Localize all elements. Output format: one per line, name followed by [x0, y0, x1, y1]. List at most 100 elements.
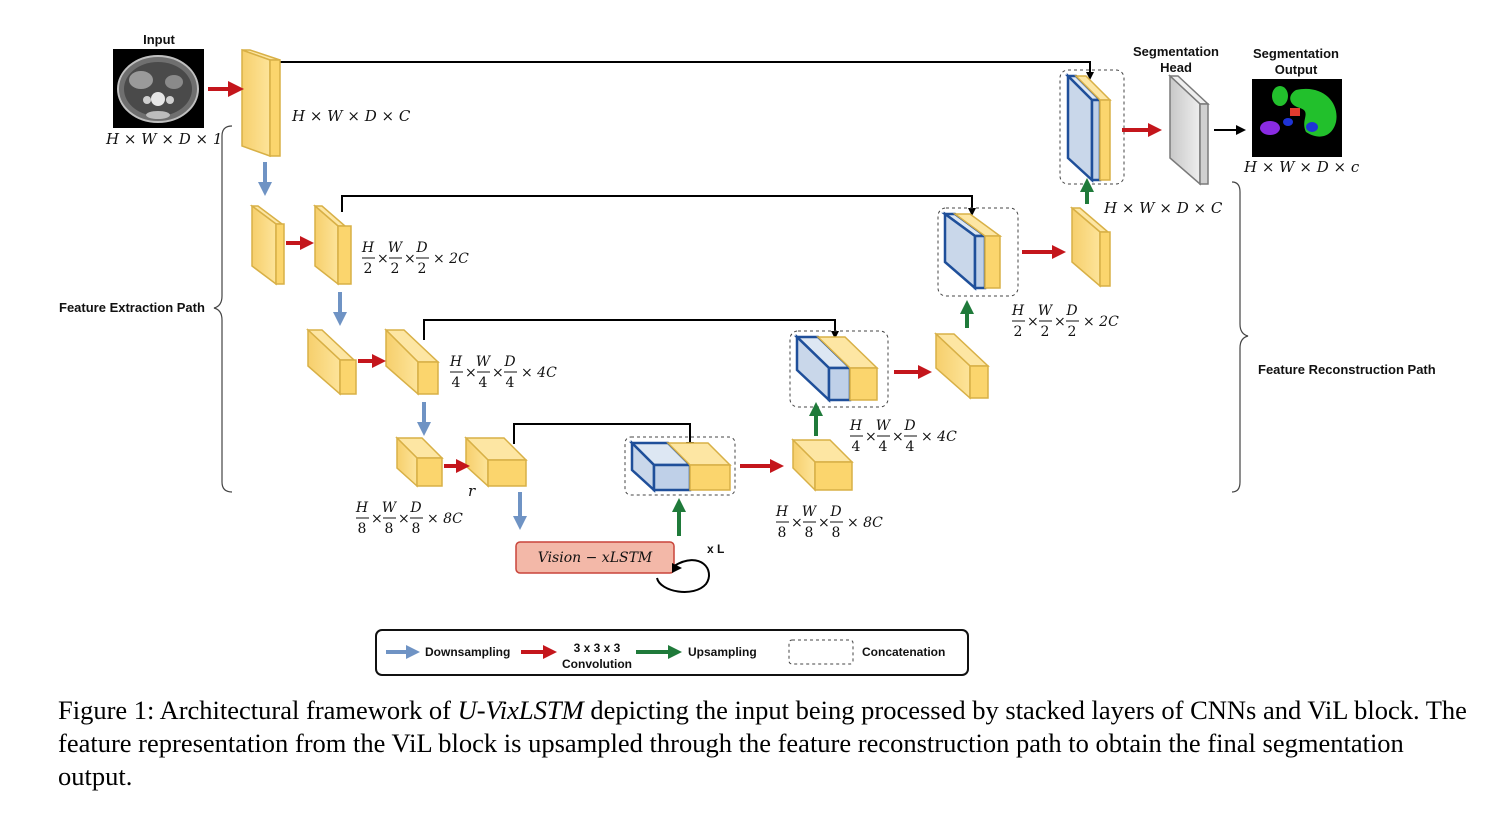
legend-concat-label: Concatenation: [862, 645, 945, 659]
fraction-times: ×: [465, 365, 477, 381]
skip-connection-level1: [263, 61, 1094, 80]
concat-box-level2: [937, 207, 1019, 297]
decoder-block-2-yellow: [952, 213, 1003, 289]
skip-connection-level4: [513, 423, 694, 450]
concat-box-bottleneck: [624, 436, 736, 496]
down-arrow: [513, 492, 527, 530]
seg-out-label-2: Output: [1275, 62, 1318, 77]
seg-out-label-1: Segmentation: [1253, 46, 1339, 61]
encoder-block-3a: [306, 328, 357, 396]
fraction-numerator: W: [388, 240, 404, 256]
encoder-block-3b: [384, 328, 440, 396]
fraction-denominator: 2: [418, 261, 427, 277]
fraction-denominator: 2: [1041, 324, 1050, 340]
decoder-block-4-blue: [628, 439, 694, 493]
fraction-times: ×: [398, 511, 410, 527]
seg-head-label-1: Segmentation: [1133, 44, 1219, 59]
feature-extraction-label: Feature Extraction Path: [59, 300, 205, 315]
legend-conv-label-1: 3 x 3 x 3: [574, 641, 621, 655]
fraction-numerator: D: [829, 504, 841, 520]
decoder-block-3-yellow: [816, 336, 879, 401]
fraction-denominator: 4: [479, 375, 488, 391]
fraction-times: ×: [791, 515, 803, 531]
fraction-numerator: D: [503, 354, 515, 370]
conv-arrow: [444, 459, 470, 473]
fraction-numerator: W: [876, 418, 892, 434]
fraction-numerator: D: [415, 240, 427, 256]
legend-upsampling-arrow: [636, 645, 682, 659]
down-arrow: [333, 292, 347, 326]
decoder-block-2: [1069, 206, 1111, 288]
fraction-denominator: 8: [805, 525, 814, 541]
fraction-denominator: 2: [364, 261, 373, 277]
decoder-block-3: [934, 332, 990, 400]
fraction-times: ×: [892, 429, 904, 445]
fraction-denominator: 8: [832, 525, 841, 541]
fraction-times: ×: [377, 251, 389, 267]
conv-arrow: [740, 459, 784, 473]
encoder-block-4b: [464, 436, 528, 488]
dec1-dim-label: H × W × D × C: [1103, 199, 1223, 217]
fraction-denominator: 4: [906, 439, 915, 455]
fraction-times: ×: [404, 251, 416, 267]
skip-connection-level2: [341, 195, 976, 216]
fraction-numerator: D: [903, 418, 915, 434]
fraction-times: ×: [1054, 314, 1066, 330]
dec2-dim-label: H2×W2×D2× 2C: [1011, 303, 1119, 340]
figure-caption: Figure 1: Architectural framework of U-V…: [58, 694, 1478, 793]
feature-reconstruction-brace: [1231, 181, 1249, 493]
output-dim-label: H × W × D × c: [1243, 158, 1360, 176]
down-arrow: [258, 162, 272, 196]
fraction-numerator: H: [361, 240, 375, 256]
encoder-block-2a: [249, 204, 285, 286]
fraction-numerator: D: [1065, 303, 1077, 319]
fraction-denominator: 2: [1068, 324, 1077, 340]
decoder-block-2-blue: [941, 211, 989, 291]
fraction-numerator: H: [849, 418, 863, 434]
fraction-denominator: 8: [778, 525, 787, 541]
fraction-times: ×: [492, 365, 504, 381]
fraction-tail: × 2C: [1083, 314, 1119, 330]
fraction-numerator: W: [802, 504, 818, 520]
decoder-block-3-blue: [793, 334, 854, 403]
fraction-numerator: H: [1011, 303, 1025, 319]
repeat-loop-arrow: [656, 559, 710, 593]
up-arrow: [809, 402, 823, 436]
dec3-dim-label: H4×W4×D4× 4C: [849, 418, 957, 455]
fraction-times: ×: [371, 511, 383, 527]
enc4-dim-label: H8×W8×D8× 8C: [355, 500, 463, 537]
feature-reconstruction-label: Feature Reconstruction Path: [1258, 362, 1436, 377]
legend-conv-arrow: [521, 645, 557, 659]
feature-extraction-brace: [213, 125, 233, 493]
skip-connection-level3: [423, 319, 839, 340]
fraction-tail: × 4C: [521, 365, 557, 381]
fraction-denominator: 8: [412, 521, 421, 537]
repeat-label: x L: [707, 542, 724, 556]
concat-box-level1: [1059, 69, 1125, 185]
fraction-tail: × 8C: [427, 511, 463, 527]
encoder-block-4a: [395, 436, 444, 488]
conv-arrow: [358, 354, 386, 368]
segmentation-output-image: [1252, 79, 1342, 157]
up-arrows: [672, 178, 1094, 536]
input-dim-label: H × W × D × 1: [105, 130, 222, 148]
fraction-tail: × 4C: [921, 429, 957, 445]
seg-head-label-2: Head: [1160, 60, 1192, 75]
fraction-numerator: W: [382, 500, 398, 516]
vision-xlstm-block: [515, 541, 675, 574]
conv-arrow: [1122, 123, 1162, 137]
skip-connections: [263, 61, 1094, 450]
conv-arrow: [208, 81, 244, 97]
output-arrow: [1214, 125, 1246, 135]
conv-arrow: [286, 236, 314, 250]
legend-upsampling-label: Upsampling: [688, 645, 757, 659]
caption-prefix: Figure 1: Architectural framework of: [58, 695, 458, 725]
conv-arrow: [1022, 245, 1066, 259]
fraction-numerator: D: [409, 500, 421, 516]
fraction-numerator: H: [449, 354, 463, 370]
legend-downsampling-label: Downsampling: [425, 645, 510, 659]
up-arrow: [960, 300, 974, 328]
r-label: r: [468, 482, 476, 500]
fraction-denominator: 8: [358, 521, 367, 537]
encoder-block-2b: [312, 204, 352, 286]
